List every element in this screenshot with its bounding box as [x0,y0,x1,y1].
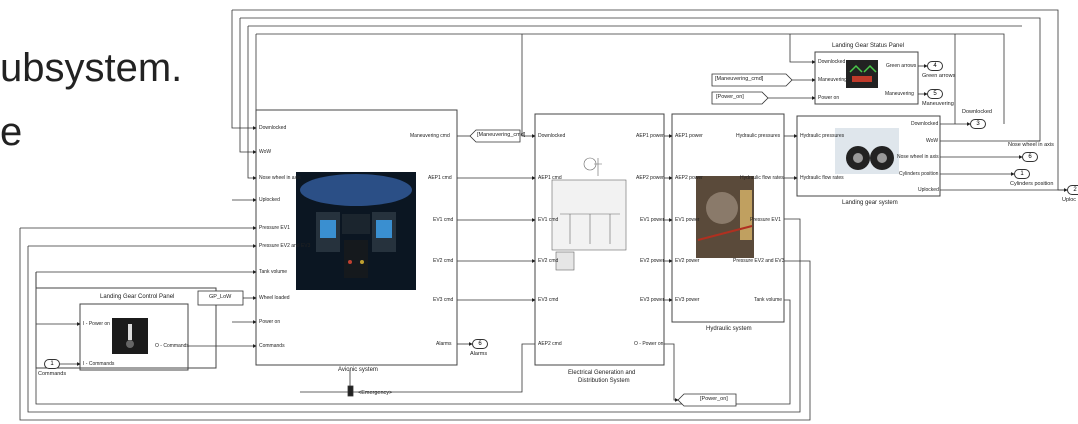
status-panel-image [846,60,878,88]
avionic-title: Avionic system [338,367,378,373]
hyd-out-flow: Hydraulic flow rates [740,175,784,181]
power-from-label: [Power_on] [716,94,744,100]
control-panel-title: Landing Gear Control Panel [100,294,174,300]
avionic-out-alarms: Alarms [436,341,452,347]
cockpit-image [296,172,416,290]
avionic-out-ev3: EV3 cmd [433,297,453,303]
elec-title-line1: Electrical Generation and [568,370,635,376]
outport-1-label: Cylinders position [1010,181,1053,187]
elec-out-power-on: O - Power on [634,341,663,347]
avionic-in-pressure-ev2: Pressure EV2 and EV3 [259,243,310,249]
outport-3[interactable]: 3 [970,119,986,129]
avionic-out-aep1: AEP1 cmd [428,175,452,181]
elec-in-aep2: AEP2 cmd [538,341,562,347]
maneuvering-goto-label: [Maneuvering_cmd] [477,132,525,138]
status-out-maneuvering: Maneuvering [885,91,914,97]
hyd-title: Hydraulic system [706,326,752,332]
avionic-in-downlocked: Downlocked [259,125,286,131]
elec-out-ev2: EV2 power [640,258,664,264]
control-in-power: I - Power on [83,321,110,327]
slide-heading-line2: e [0,112,22,152]
hyd-out-pressures: Hydraulic pressures [736,133,780,139]
elec-out-aep2: AEP2 power [636,175,664,181]
hyd-out-pressure-ev2: Pressure EV2 and EV3 [733,258,784,264]
electrical-schematic [552,158,626,270]
outport-6-label: Nose wheel in axis [1008,142,1054,148]
elec-in-ev1: EV1 cmd [538,217,558,223]
emergency-label: <Emergency> [358,390,392,396]
avionic-in-commands: Commands [259,343,285,349]
hydraulic-image [696,176,754,258]
avionic-out-ev1: EV1 cmd [433,217,453,223]
avionic-out-ev2: EV2 cmd [433,258,453,264]
outport-5-label: Maneuvering [922,101,954,107]
status-in-downlocked: Downlocked [818,59,845,65]
hyd-in-aep1: AEP1 power [675,133,703,139]
outport-3-label: Downlocked [962,109,992,115]
slide-heading-line1: ubsystem. [0,48,182,88]
power-goto-label: [Power_on] [700,396,728,402]
status-in-maneuvering: Maneuvering [818,77,847,83]
outport-2[interactable]: 2 [1067,185,1078,195]
outport-5[interactable]: 5 [927,89,943,99]
elec-out-ev1: EV1 power [640,217,664,223]
status-out-green: Green arrows [886,63,916,69]
outport-6[interactable]: 6 [1022,152,1038,162]
elec-in-ev3: EV3 cmd [538,297,558,303]
outport-alarms-label: Alarms [470,351,487,357]
hyd-in-ev1: EV1 power [675,217,699,223]
gp-low-label: GP_LoW [209,294,231,300]
elec-out-aep1: AEP1 power [636,133,664,139]
bus-selector [348,386,353,396]
outport-4-label: Green arrows [922,73,955,79]
elec-in-aep1: AEP1 cmd [538,175,562,181]
status-in-power: Power on [818,95,839,101]
elec-out-ev3: EV3 power [640,297,664,303]
lg-out-wow: WoW [926,138,938,144]
status-panel-title: Landing Gear Status Panel [832,43,904,49]
avionic-in-tank: Tank volume [259,269,287,275]
control-in-commands: I - Commands [83,361,114,367]
control-out-commands: O - Commands [155,343,189,349]
avionic-in-power: Power on [259,319,280,325]
inport-1[interactable]: 1 [44,359,60,369]
lg-title: Landing gear system [842,200,898,206]
elec-title-line2: Distribution System [578,378,630,384]
hyd-in-ev3: EV3 power [675,297,699,303]
lg-in-pressures: Hydraulic pressures [800,133,844,139]
outport-alarms[interactable]: 6 [472,339,488,349]
avionic-out-maneuvering: Maneuvering cmd [410,133,450,139]
control-panel-image [112,318,148,354]
lg-out-nose: Nose wheel in axis [897,154,939,160]
outport-1[interactable]: 1 [1014,169,1030,179]
lg-out-uplocked: Uplocked [918,187,939,193]
hyd-out-pressure-ev1: Pressure EV1 [750,217,781,223]
hyd-in-ev2: EV2 power [675,258,699,264]
avionic-in-pressure-ev1: Pressure EV1 [259,225,290,231]
inport-1-label: Commands [38,371,66,377]
lg-out-downlocked: Downlocked [911,121,938,127]
hyd-in-aep2: AEP2 power [675,175,703,181]
landing-gear-image [835,128,899,174]
avionic-in-wheel: Wheel loaded [259,295,290,301]
elec-in-ev2: EV2 cmd [538,258,558,264]
avionic-in-nose: Nose wheel in axis [259,175,301,181]
maneuvering-from-label: [Maneuvering_cmd] [715,76,763,82]
outport-4[interactable]: 4 [927,61,943,71]
avionic-in-uplocked: Uplocked [259,197,280,203]
outport-2-label: Uploc [1062,197,1076,203]
avionic-in-wow: WoW [259,149,271,155]
lg-out-cylinders: Cylinders position [899,171,938,177]
elec-in-downlocked: Downlocked [538,133,565,139]
hyd-out-tank: Tank volume [754,297,782,303]
lg-in-flow: Hydraulic flow rates [800,175,844,181]
